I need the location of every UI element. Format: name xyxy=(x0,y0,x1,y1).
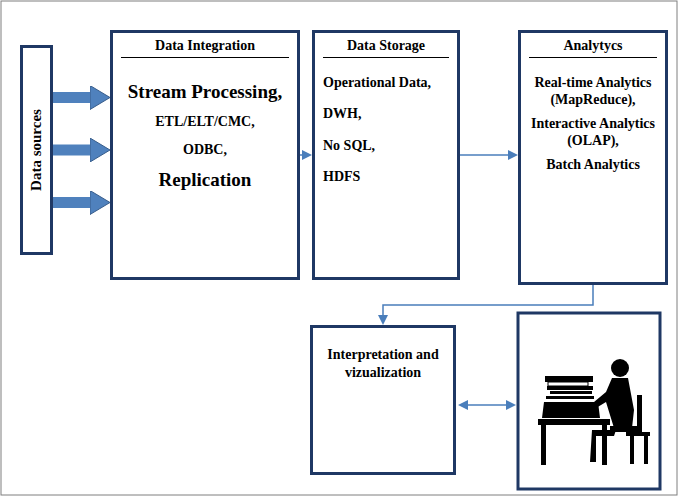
box-text: Batch Analytics xyxy=(529,156,657,174)
block-arrow xyxy=(53,197,90,208)
output-box: Interpretation and vizualization xyxy=(310,325,456,475)
box-text: Replication xyxy=(121,168,289,192)
box-text: Interactive Analytics (OLAP), xyxy=(529,115,657,150)
box-heading: Data Integration xyxy=(121,37,289,58)
user-icon xyxy=(538,359,650,465)
box-text: No SQL, xyxy=(323,137,449,155)
box-text: Operational Data, xyxy=(323,74,449,92)
box-text: ODBC, xyxy=(121,141,289,159)
block-arrow xyxy=(53,145,90,156)
box-text: Interpretation and vizualization xyxy=(321,332,445,381)
box-heading: Data Storage xyxy=(323,37,449,58)
user-box xyxy=(518,313,660,489)
flow-arrow xyxy=(300,154,302,156)
storage-box: Data StorageOperational Data, DWH, No SQL,… xyxy=(312,30,460,280)
source-box: Data sources xyxy=(20,45,53,255)
double-arrow xyxy=(468,404,506,406)
box-text: HDFS xyxy=(323,168,449,186)
flow-arrow xyxy=(383,285,593,315)
box-text: DWH, xyxy=(323,105,449,123)
box-text: Stream Processing, xyxy=(121,80,289,104)
flow-arrow xyxy=(460,154,508,156)
block-arrow xyxy=(53,92,90,103)
box-heading: Analytycs xyxy=(529,37,657,58)
analytics-box: AnalytycsReal-time Analytics (MapReduce)… xyxy=(518,30,668,285)
box-text: ETL/ELT/CMC, xyxy=(121,113,289,131)
box-text: Real-time Analytics (MapReduce), xyxy=(529,74,657,109)
process-box: Data IntegrationStream Processing, ETL/EL… xyxy=(110,30,300,280)
box-text: Data sources xyxy=(27,109,46,191)
